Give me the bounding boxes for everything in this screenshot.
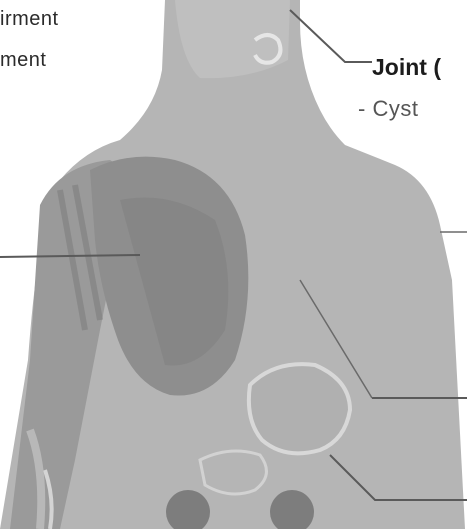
label-left-line-1: irment — [0, 8, 59, 31]
label-left-line-2: ment — [0, 49, 46, 72]
label-joint-sub: - Cyst — [358, 96, 418, 122]
neck-shade — [175, 0, 290, 78]
label-joint-title: Joint ( — [372, 54, 441, 81]
pelvic-joint-outline — [249, 364, 350, 453]
